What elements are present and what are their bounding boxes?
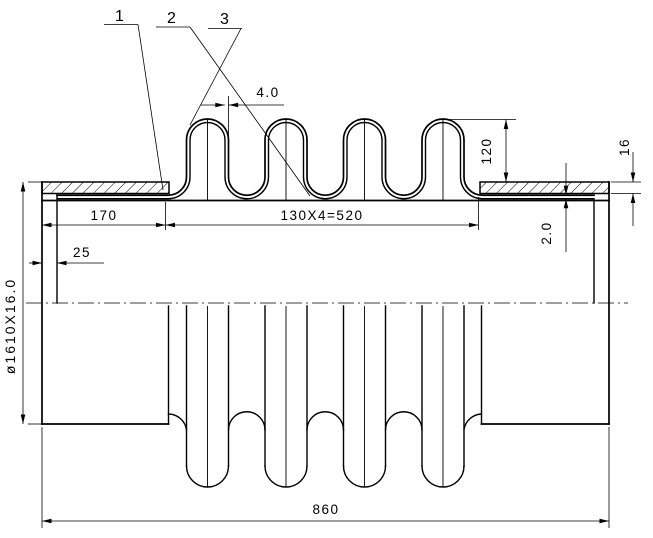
dim-170: 170: [90, 208, 117, 223]
callout-2: 2: [156, 10, 311, 197]
bellows-inner-surface: [56, 121, 595, 200]
dimension-convolution-height: 120: [441, 119, 516, 182]
callout-3-label: 3: [220, 11, 229, 28]
convolution-silhouette: [185, 305, 230, 488]
dim-16: 16: [617, 138, 632, 156]
bellows-end-transition-left: [167, 413, 188, 431]
root-arc: [227, 411, 266, 431]
collar-left: [41, 181, 170, 195]
dim-130x4: 130X4=520: [281, 208, 364, 223]
convolution-silhouette: [342, 305, 387, 488]
dimension-bellows-wall: 4.0: [201, 85, 284, 138]
dimension-pipe-size: ø1610X16.0: [2, 181, 42, 425]
dim-4-0: 4.0: [256, 85, 279, 100]
callout-2-label: 2: [167, 10, 176, 27]
dimension-end-length: 170: [42, 202, 166, 230]
bellows-section-top: [56, 118, 595, 200]
dimension-tangent-thickness: 2.0: [539, 163, 569, 252]
dimension-pipe-end-offset: 25: [29, 245, 104, 266]
dimension-convolution-pitch: 130X4=520: [165, 197, 479, 230]
callout-1-leader: [137, 24, 164, 191]
callout-3: 3: [189, 11, 242, 126]
dim-120: 120: [479, 137, 494, 164]
convolution-silhouette: [421, 305, 465, 488]
bellows-end-transition-right: [463, 413, 483, 431]
dimension-collar-thickness: 16: [611, 138, 641, 226]
dim-25: 25: [73, 245, 91, 260]
bellows-exterior-bottom: [167, 305, 483, 488]
bellows-outer-surface: [56, 118, 595, 197]
callout-1-label: 1: [115, 8, 124, 25]
dim-2-0: 2.0: [539, 221, 554, 244]
root-arc: [384, 411, 423, 431]
dim-pipe-size: ø1610X16.0: [2, 278, 18, 374]
collar-right: [479, 181, 610, 195]
root-arc: [306, 411, 345, 431]
callout-2-leader: [189, 26, 311, 197]
callout-3-leader: [189, 28, 242, 126]
callout-1: 1: [104, 8, 164, 191]
dim-860: 860: [312, 502, 339, 517]
convolution-silhouette: [264, 305, 308, 488]
dimension-overall-length: 860: [41, 427, 610, 528]
pipe-outline: [41, 181, 610, 425]
